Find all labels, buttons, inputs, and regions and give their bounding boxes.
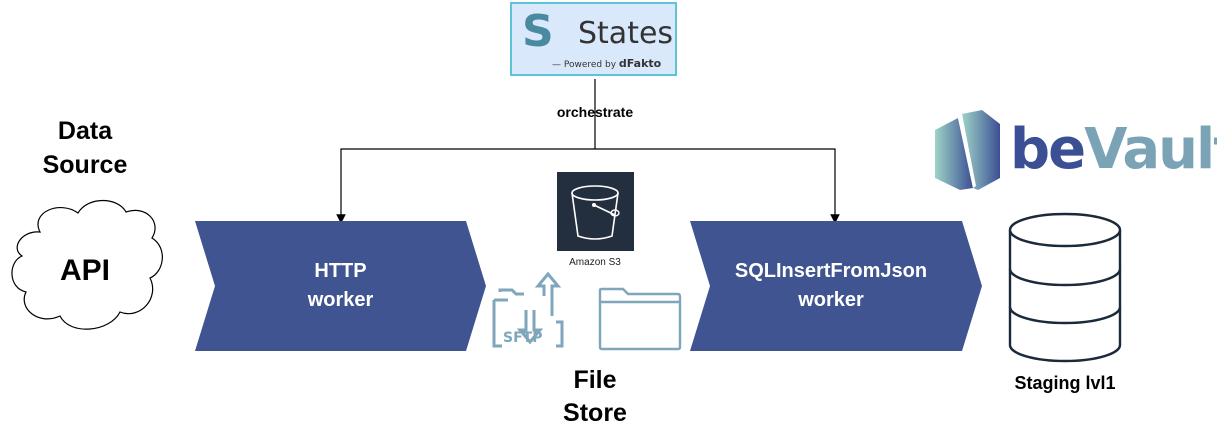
states-s-icon: S: [522, 6, 554, 57]
data-source-line1: Data: [57, 117, 113, 145]
database-icon: [1008, 212, 1122, 363]
arrow-to-http-worker: [336, 148, 595, 224]
sql-worker-line2: worker: [798, 289, 864, 311]
sftp-label: SFTP: [503, 330, 543, 346]
sql-worker-line1: SQLInsertFromJson: [734, 260, 928, 282]
bevault-wordmark: beVault: [1010, 118, 1217, 182]
sql-worker-shape[interactable]: [690, 221, 982, 351]
states-tagline: — Powered by dFakto: [552, 57, 662, 70]
bevault-shield-icon: [935, 110, 1000, 190]
tagline-prefix: Powered by: [563, 60, 617, 70]
api-label: API: [59, 254, 110, 287]
http-worker-shape[interactable]: [195, 221, 486, 351]
states-logo-box[interactable]: S States — Powered by dFakto: [510, 2, 677, 76]
orchestrate-label: orchestrate: [556, 104, 634, 120]
file-store-title: File Store: [530, 364, 660, 430]
folder-icon: [598, 287, 682, 351]
api-cloud-shape: [11, 200, 163, 330]
amazon-s3-label: Amazon S3: [569, 257, 621, 268]
tagline-brand: dFakto: [618, 57, 662, 70]
sql-worker-label: SQLInsertFromJson worker: [700, 257, 962, 315]
arrow-to-sql-worker: [595, 148, 840, 224]
data-source-title: Data Source: [20, 114, 150, 182]
data-source-line2: Source: [42, 151, 128, 179]
states-title: States: [578, 16, 674, 51]
amazon-s3-icon: [557, 172, 634, 251]
http-worker-line1: HTTP: [314, 260, 367, 282]
http-worker-line2: worker: [307, 289, 374, 311]
file-store-line2: Store: [563, 399, 627, 427]
http-worker-label: HTTP worker: [215, 257, 466, 315]
bevault-suffix: Vault: [1084, 117, 1217, 182]
staging-label: Staging lvl1: [1014, 373, 1116, 393]
sftp-icon: [492, 271, 564, 348]
bevault-prefix: be: [1010, 117, 1086, 182]
file-store-line1: File: [573, 366, 617, 394]
